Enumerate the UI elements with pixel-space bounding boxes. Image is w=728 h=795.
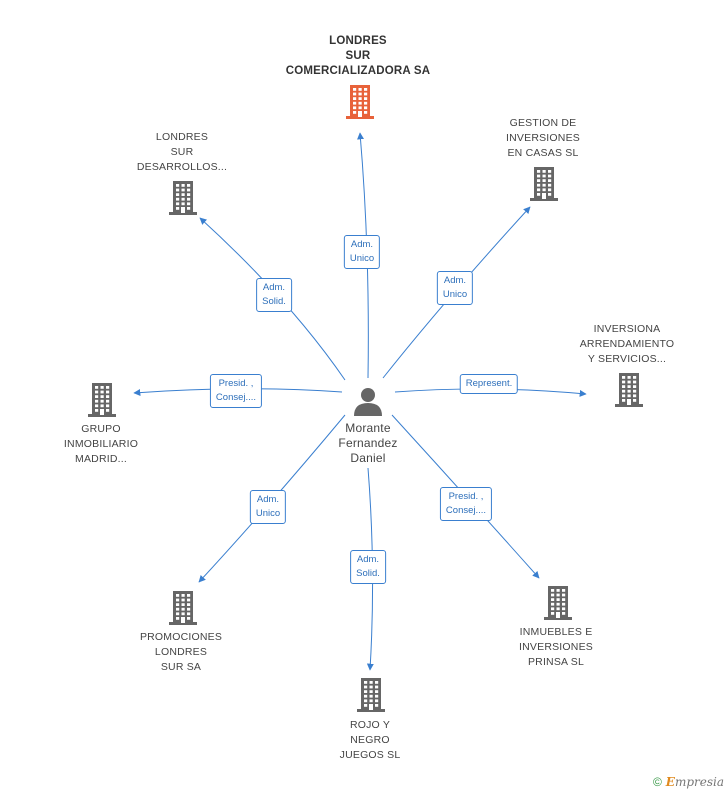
edge-label-main: Adm. Unico (343, 235, 381, 269)
company-label-grupo-inmobiliario-madrid[interactable]: GRUPO INMOBILIARIO MADRID... (63, 423, 139, 465)
copyright-symbol: © (652, 775, 662, 789)
edge-label-gestion-de-inversiones: Adm. Unico (436, 271, 474, 305)
company-label-promociones-londres-sur[interactable]: PROMOCIONES LONDRES SUR SA (139, 631, 223, 673)
edge-label-londres-sur-desarrollos: Adm. Solid. (256, 278, 292, 312)
promociones-londres-sur-building-icon[interactable] (169, 591, 197, 625)
edge-label-promociones-londres-sur: Adm. Unico (249, 490, 287, 524)
edge-label-inversiona-arrendamiento: Represent. (459, 374, 519, 394)
company-label-rojo-y-negro-juegos[interactable]: ROJO Y NEGRO JUEGOS SL (339, 719, 401, 761)
company-label-inmuebles-e-inversiones-prinsa[interactable]: INMUEBLES E INVERSIONES PRINSA SL (519, 626, 593, 668)
footer-brand[interactable]: ©Empresia (653, 775, 724, 789)
londres-sur-desarrollos-building-icon[interactable] (169, 181, 197, 215)
edge-label-inmuebles-e-inversiones-prinsa: Presid. , Consej.... (439, 487, 493, 521)
brand-logo: Empresia (665, 775, 724, 789)
gestion-de-inversiones-building-icon[interactable] (530, 167, 558, 201)
inmuebles-e-inversiones-prinsa-building-icon[interactable] (544, 586, 572, 620)
company-label-londres-sur-desarrollos[interactable]: LONDRES SUR DESARROLLOS... (136, 131, 228, 173)
inversiona-arrendamiento-building-icon[interactable] (615, 373, 643, 407)
grupo-inmobiliario-madrid-building-icon[interactable] (88, 383, 116, 417)
person-icon[interactable] (354, 388, 382, 416)
company-label-gestion-de-inversiones[interactable]: GESTION DE INVERSIONES EN CASAS SL (506, 117, 580, 159)
edges-layer (133, 132, 587, 671)
edge-label-grupo-inmobiliario-madrid: Presid. , Consej.... (209, 374, 263, 408)
edge-label-rojo-y-negro-juegos: Adm. Solid. (350, 550, 386, 584)
company-label-inversiona-arrendamiento[interactable]: INVERSIONA ARRENDAMIENTO Y SERVICIOS... (579, 323, 675, 365)
main-company-label[interactable]: LONDRES SUR COMERCIALIZADORA SA (285, 35, 431, 77)
person-label[interactable]: Morante Fernandez Daniel (338, 421, 398, 465)
rojo-y-negro-juegos-building-icon[interactable] (357, 678, 385, 712)
icons-layer (88, 85, 643, 712)
main-company-building-icon[interactable] (346, 85, 374, 119)
